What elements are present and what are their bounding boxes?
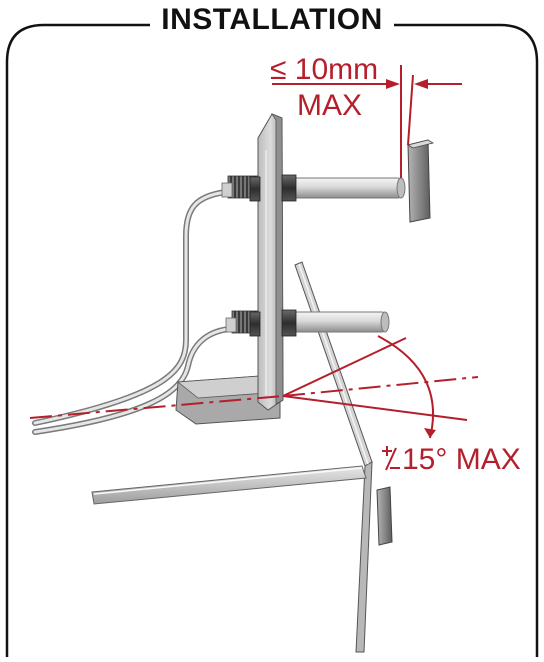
plus-minus-icon [380, 444, 402, 472]
target-block-lower [376, 486, 393, 546]
lower-proximity-sensor [225, 309, 390, 337]
page-title: INSTALLATION [0, 3, 544, 37]
angle-label: 15° MAX [380, 443, 521, 477]
gap-max-label: MAX [297, 89, 363, 122]
angle-dimension [29, 335, 479, 439]
upper-proximity-sensor [221, 174, 406, 202]
bracket-plate [257, 113, 284, 411]
target-block-upper [406, 139, 435, 223]
gap-value-label: ≤ 10mm [270, 53, 379, 86]
sensor-cables [32, 189, 232, 435]
floor-rail [91, 465, 367, 505]
angle-value: 15° MAX [402, 443, 521, 476]
frame-border [5, 23, 539, 657]
gap-dimension [272, 65, 462, 178]
